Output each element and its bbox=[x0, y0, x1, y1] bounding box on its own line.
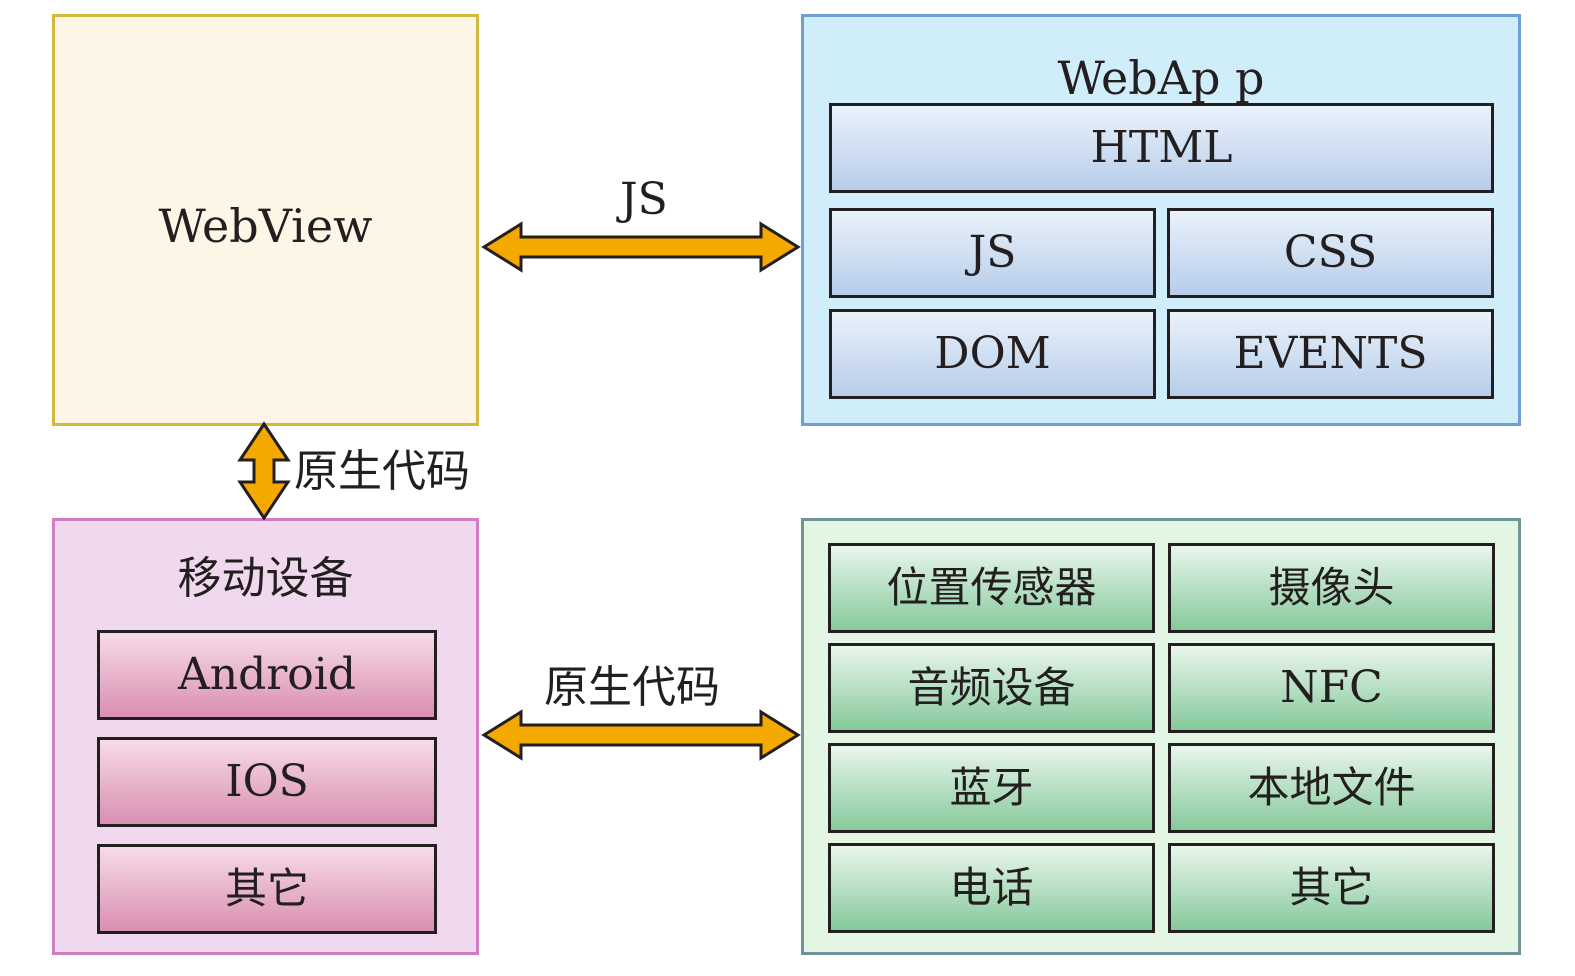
hardware-cell-nfc: NFC bbox=[1168, 643, 1495, 733]
webview-mobile-arrow bbox=[237, 421, 291, 521]
webview-webapp-arrow bbox=[481, 221, 801, 273]
mobile-cell-ios: IOS bbox=[97, 737, 437, 827]
hardware-box: 位置传感器 摄像头 音频设备 NFC 蓝牙 本地文件 电话 其它 bbox=[801, 518, 1521, 955]
webapp-cell-css: CSS bbox=[1167, 208, 1494, 298]
mobile-devices-title: 移动设备 bbox=[177, 553, 354, 604]
webapp-cell-dom: DOM bbox=[829, 309, 1156, 399]
hardware-cell-audio-device: 音频设备 bbox=[828, 643, 1155, 733]
webview-title: WebView bbox=[158, 199, 373, 253]
hardware-cell-phone: 电话 bbox=[828, 843, 1155, 933]
webapp-cell-events: EVENTS bbox=[1167, 309, 1494, 399]
hardware-cell-bluetooth: 蓝牙 bbox=[828, 743, 1155, 833]
webapp-box: WebAp p HTML JS CSS DOM EVENTS bbox=[801, 14, 1521, 426]
webapp-title: WebAp p bbox=[1057, 51, 1265, 105]
js-connector-label: JS bbox=[620, 174, 668, 225]
mobile-cell-android: Android bbox=[97, 630, 437, 720]
native-code-label-horizontal: 原生代码 bbox=[544, 662, 720, 713]
hardware-cell-camera: 摄像头 bbox=[1168, 543, 1495, 633]
hardware-cell-local-files: 本地文件 bbox=[1168, 743, 1495, 833]
mobile-devices-box: 移动设备 Android IOS 其它 bbox=[52, 518, 479, 955]
webapp-cell-js: JS bbox=[829, 208, 1156, 298]
webview-box: WebView bbox=[52, 14, 479, 426]
hardware-cell-location-sensor: 位置传感器 bbox=[828, 543, 1155, 633]
native-code-label-vertical: 原生代码 bbox=[294, 446, 470, 497]
hardware-cell-other: 其它 bbox=[1168, 843, 1495, 933]
mobile-cell-other: 其它 bbox=[97, 844, 437, 934]
mobile-hardware-arrow bbox=[481, 709, 801, 761]
webapp-cell-html: HTML bbox=[829, 103, 1494, 193]
